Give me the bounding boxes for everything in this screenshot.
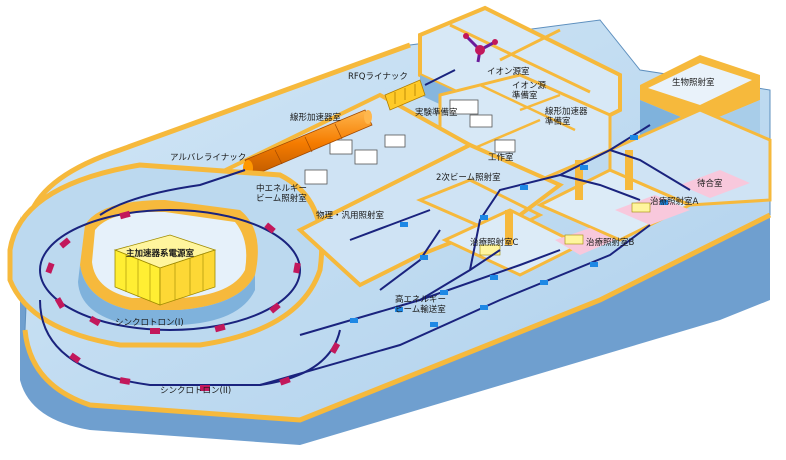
label-workshop: 工作室 (488, 152, 514, 163)
ring-magnets (45, 210, 341, 391)
label-synchrotron-2: シンクロトロン(II) (160, 386, 231, 396)
label-ion-source-room: イオン源室 (487, 66, 530, 77)
label-ion-source-prep: イオン源準備室 (512, 81, 547, 101)
label-treatment-b: 治療照射室B (586, 237, 635, 248)
label-linear-accelerator-room: 線形加速器室 (290, 112, 342, 123)
beamline-magnets (350, 135, 668, 327)
label-medium-energy-room: 中エネルギービーム照射室 (256, 183, 307, 204)
label-high-energy-transport: 高エネルギービーム輸送室 (395, 294, 446, 315)
label-linac-prep: 線形加速器準備室 (545, 106, 588, 127)
rfq-linac (384, 69, 456, 111)
label-main-power-room: 主加速器系電源室 (126, 248, 195, 259)
label-treatment-c: 治療照射室C (470, 237, 519, 248)
main-power-cabinets (113, 234, 217, 306)
label-bio-room: 生物照射室 (672, 77, 715, 88)
treatment-areas (479, 170, 750, 256)
label-physics-room: 物理・汎用照射室 (316, 210, 385, 221)
label-alvarez-linac: アルバレライナック (170, 153, 246, 163)
labels: イオン源室 RFQライナック 生物照射室 イオン源準備室 線形加速器準備室 実験… (115, 66, 723, 396)
label-secondary-beam-room: 2次ビーム照射室 (436, 172, 501, 183)
label-rfq-linac: RFQライナック (348, 72, 408, 82)
beamlines (39, 124, 691, 386)
ion-source-device (463, 33, 498, 63)
label-waiting-room: 待合室 (697, 178, 723, 189)
label-synchrotron-1: シンクロトロン(I) (115, 318, 184, 328)
label-experiment-prep: 実験準備室 (415, 107, 458, 118)
label-treatment-a: 治療照射室A (650, 196, 699, 207)
